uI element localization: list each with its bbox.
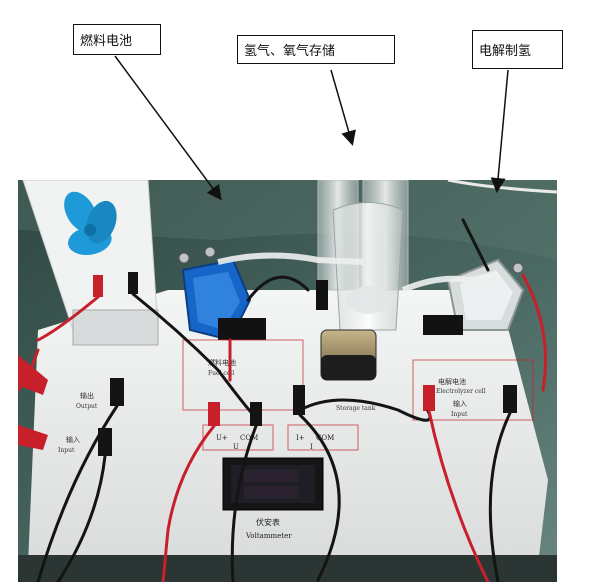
callout-fuel-cell: 燃料电池 (73, 24, 161, 55)
voltmeter (222, 457, 324, 511)
u-terminal-box (202, 424, 274, 451)
output-en-label: Output (76, 403, 98, 410)
fan-motor-base (72, 309, 159, 346)
arrow-gas-storage (330, 69, 356, 146)
fuel-cell-panel-box (182, 339, 304, 411)
callout-electrolysis-label: 电解制氢 (479, 44, 532, 59)
input2-cn-label: 输入 (453, 399, 467, 408)
gas-storage-tubes (316, 180, 409, 381)
i-terminal-box (287, 424, 359, 451)
input-cn-label: 输入 (66, 435, 80, 444)
input-en-label: Input (58, 447, 75, 454)
voltmeter-en-label: Voltammeter (245, 532, 292, 540)
table-edge (18, 555, 557, 582)
fan-blades-icon (64, 191, 117, 256)
i-plus-label: I+ (296, 434, 305, 442)
storage-en-label: Storage tank (336, 405, 376, 412)
input2-en-label: Input (451, 411, 468, 418)
callout-electrolysis: 电解制氢 (472, 30, 563, 69)
callout-gas-storage-label: 氢气、氧气存储 (244, 44, 336, 59)
electrolyzer-cn-label: 电解电池 (438, 377, 466, 386)
electrolyzer-en-label: Electrolyzer cell (436, 388, 486, 395)
u-plus-label: U+ (216, 434, 228, 442)
callout-gas-storage: 氢气、氧气存储 (237, 35, 395, 64)
arrow-electrolysis (490, 69, 509, 193)
fuel-cell-cn-label: 燃料电池 (208, 358, 236, 367)
apparatus-photo: 燃料电池 Fuel cell 电解电池 Electrolyzer cell 输出… (18, 180, 557, 582)
electrolyzer-panel-box (412, 359, 534, 421)
gas-tubing-left (217, 252, 364, 265)
apparatus-photo-svg: 燃料电池 Fuel cell 电解电池 Electrolyzer cell 输出… (18, 180, 557, 582)
wires (18, 218, 547, 582)
com1-label: COM (240, 434, 258, 442)
i-label: I (310, 443, 313, 451)
output-cn-label: 输出 (80, 391, 94, 400)
u-label: U (233, 443, 239, 451)
arrow-fuel-cell (114, 55, 222, 201)
left-clip-top (18, 355, 48, 395)
left-clip-bottom (18, 425, 48, 450)
com2-label: COM (316, 434, 334, 442)
gas-tubing-right (401, 272, 499, 293)
callout-fuel-cell-label: 燃料电池 (80, 34, 133, 49)
background-light (18, 180, 557, 260)
fuel-cell-unit (178, 246, 266, 342)
voltmeter-cn-label: 伏安表 (256, 517, 280, 527)
